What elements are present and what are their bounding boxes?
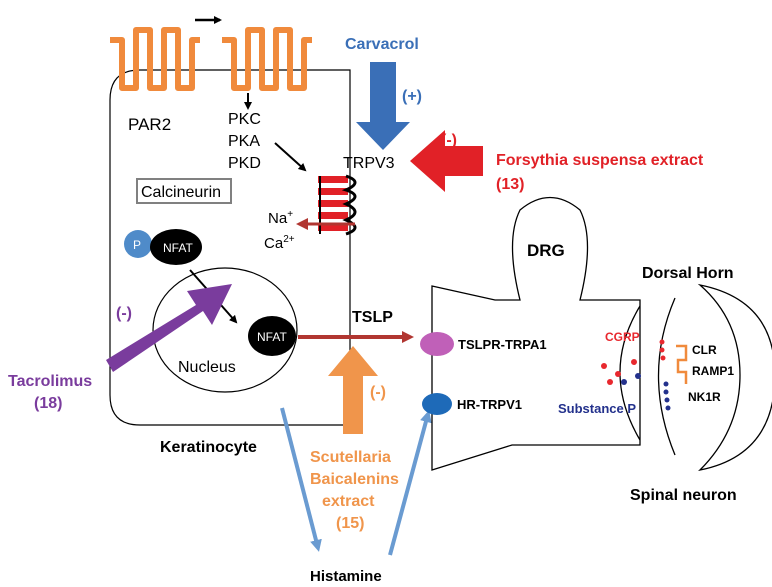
- ramp1-label: RAMP1: [692, 364, 734, 378]
- clr-ramp1-receptor: [676, 344, 688, 384]
- hr-trpv1-label: HR-TRPV1: [457, 397, 522, 412]
- tslpr-trpa1-receptor: [420, 332, 454, 356]
- nk1r-receptor-dots: [663, 381, 671, 411]
- spinal-neuron-label: Spinal neuron: [630, 487, 737, 504]
- keratinocyte-label: Keratinocyte: [160, 439, 257, 456]
- par2-receptor-activated: [222, 27, 312, 91]
- histamine-release-arrow: [280, 407, 322, 552]
- forsythia-arrow: [410, 130, 483, 192]
- scutellaria-ref: (15): [336, 515, 364, 532]
- carvacrol-arrow: [356, 62, 410, 150]
- scutellaria-arrow: [328, 346, 378, 434]
- par2-receptor: [110, 27, 200, 91]
- tacrolimus-effect: (-): [116, 305, 132, 322]
- trpv3-label: TRPV3: [343, 155, 395, 172]
- forsythia-label: Forsythia suspensa extract: [496, 152, 704, 169]
- synaptic-terminal: [619, 305, 641, 441]
- forsythia-ref: (13): [496, 176, 524, 193]
- calcineurin-box: [136, 178, 232, 204]
- tacrolimus-ref: (18): [34, 395, 62, 412]
- phosphate-label: P: [133, 238, 141, 252]
- nfat-nucleus: [248, 316, 296, 356]
- tacrolimus-arrow: [106, 284, 232, 372]
- histamine-label: Histamine: [310, 568, 382, 585]
- tacrolimus-label: Tacrolimus: [8, 373, 92, 390]
- carvacrol-label: Carvacrol: [345, 36, 419, 53]
- pkc-label: PKC: [228, 111, 261, 128]
- drg-label: DRG: [527, 241, 565, 260]
- phosphate-circle: [124, 230, 152, 258]
- pkd-label: PKD: [228, 155, 261, 172]
- cgrp-vesicles: [601, 359, 637, 385]
- nk1r-label: NK1R: [688, 390, 721, 404]
- tslp-label: TSLP: [352, 309, 393, 326]
- cgrp-label: CGRP: [605, 330, 640, 344]
- par2-label: PAR2: [128, 115, 171, 134]
- calcium-label: Ca2+: [264, 234, 295, 252]
- calcineurin-label: Calcineurin: [141, 184, 221, 201]
- scutellaria-label-line3: extract: [322, 493, 375, 510]
- scutellaria-label-line2: Baicalenins: [310, 471, 399, 488]
- nfat-nucleus-label: NFAT: [257, 330, 287, 344]
- cgrp-receptor-dots: [659, 339, 666, 361]
- pka-label: PKA: [228, 133, 260, 150]
- nfat-cytoplasm: [150, 229, 202, 265]
- scutellaria-effect: (-): [370, 384, 386, 401]
- substance-p-label: Substance P: [558, 401, 636, 416]
- nucleus-label: Nucleus: [178, 359, 236, 376]
- forsythia-effect: (-): [441, 132, 457, 149]
- dorsal-horn-label: Dorsal Horn: [642, 265, 734, 282]
- scutellaria-label-line1: Scutellaria: [310, 449, 391, 466]
- nucleus: [152, 267, 298, 393]
- tslpr-trpa1-label: TSLPR-TRPA1: [458, 337, 547, 352]
- sodium-label: Na+: [268, 209, 293, 227]
- spinal-neuron: [697, 283, 772, 472]
- carvacrol-effect: (+): [402, 88, 422, 105]
- drg-neuron: [431, 197, 641, 471]
- nfat-cytoplasm-label: NFAT: [163, 241, 193, 255]
- histamine-binding-arrow: [388, 410, 432, 556]
- kinase-to-trpv3-arrow: [274, 142, 307, 172]
- spinal-neuron-membrane: [657, 297, 676, 456]
- clr-label: CLR: [692, 343, 717, 357]
- substance-p-vesicles: [621, 373, 641, 385]
- hr-trpv1-receptor: [422, 393, 452, 415]
